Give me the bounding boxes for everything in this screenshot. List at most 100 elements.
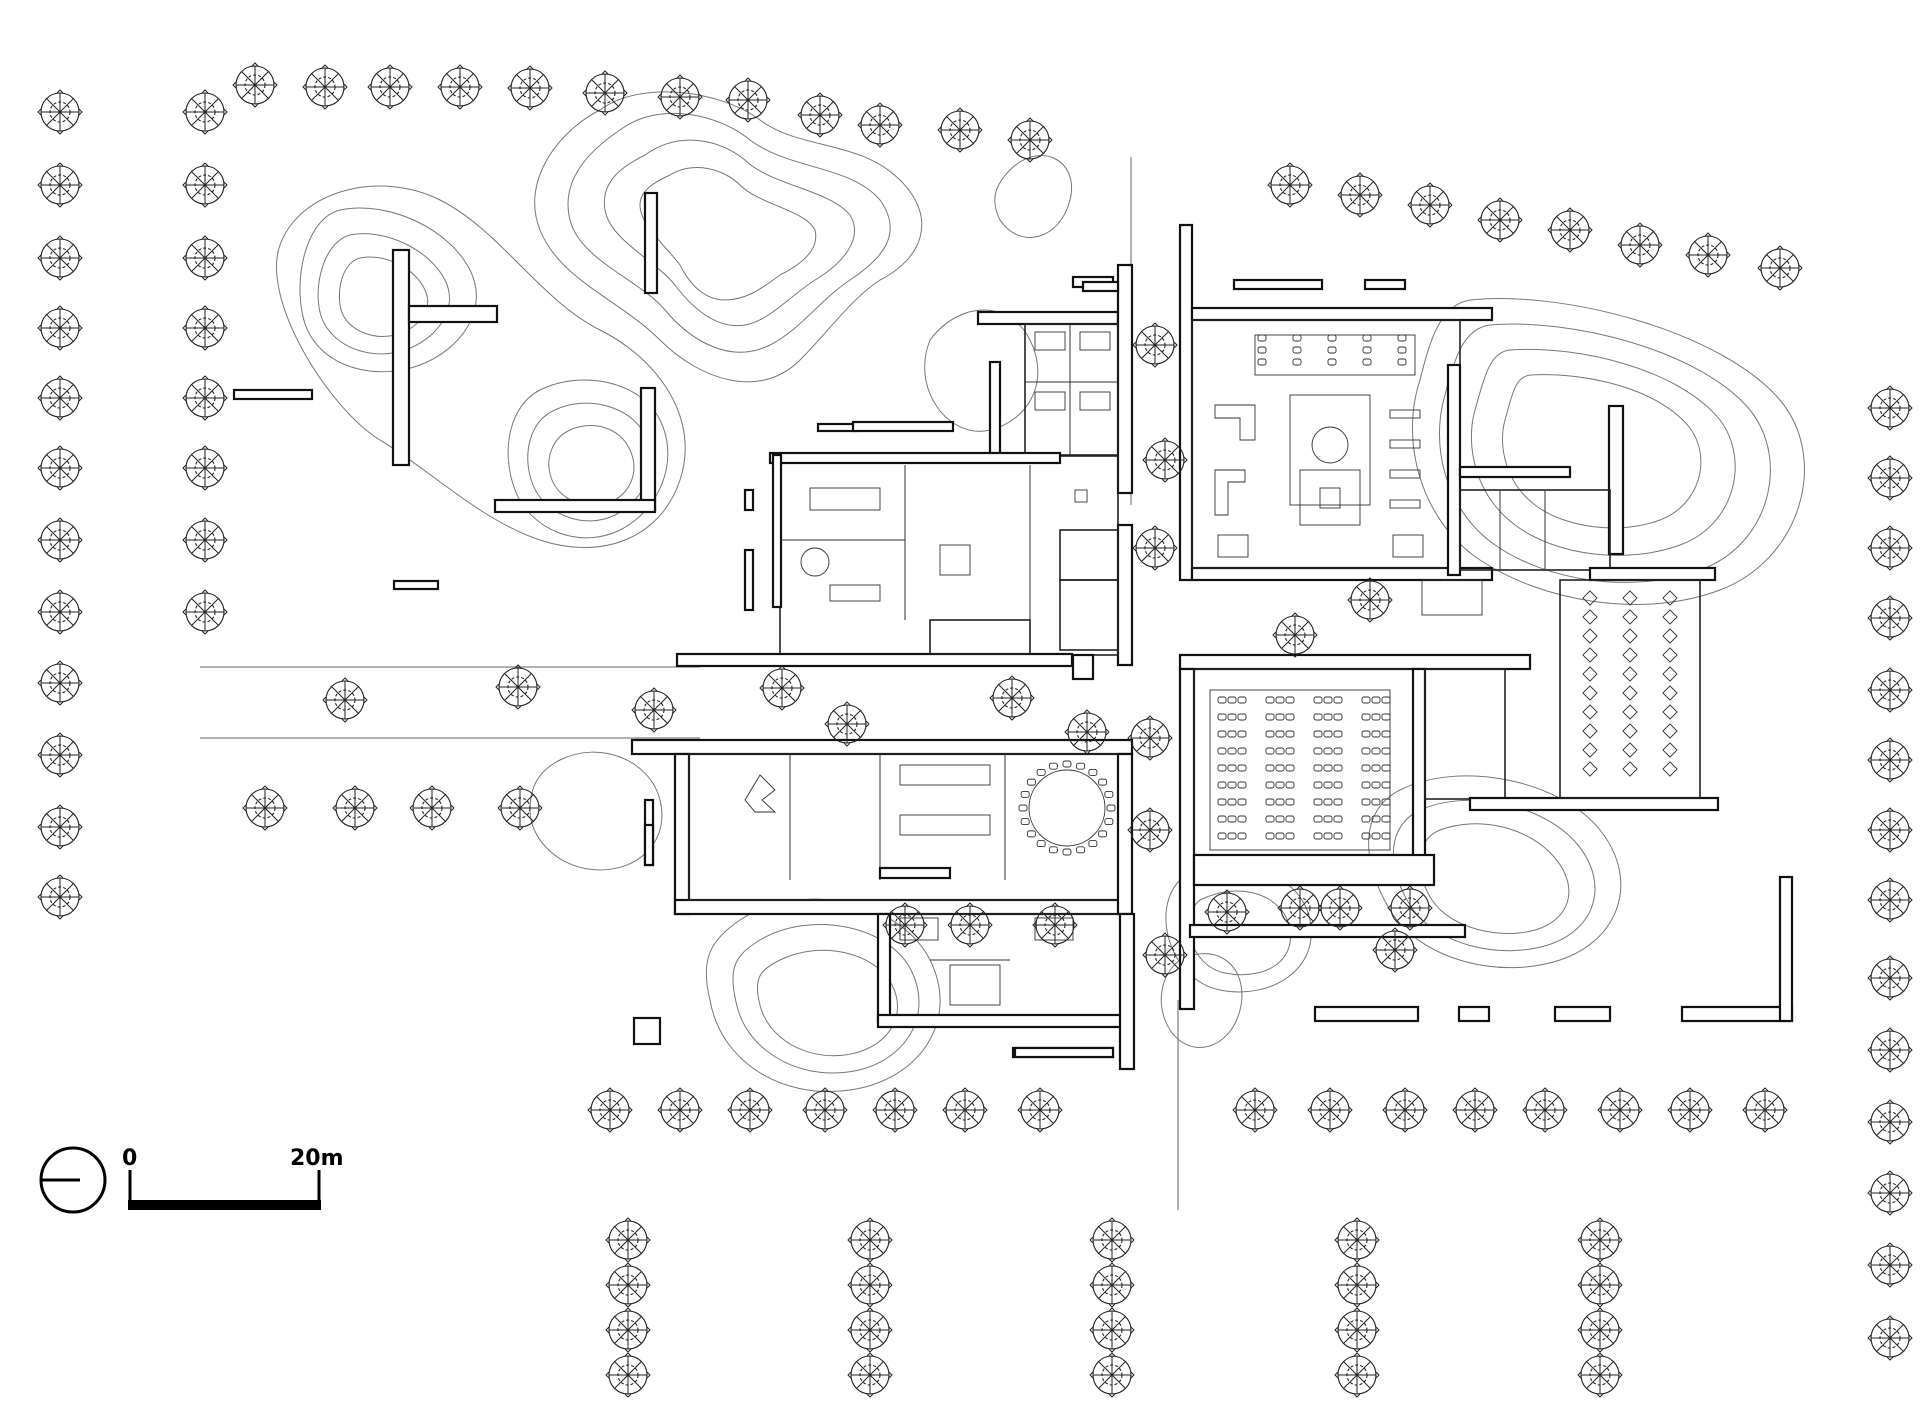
round-table-chair (1036, 768, 1046, 776)
auditorium-seat (1217, 815, 1227, 823)
tree-symbol (1127, 807, 1173, 853)
auditorium-seat (1323, 730, 1333, 738)
tree-symbol (1334, 1262, 1380, 1308)
auditorium-seat (1265, 781, 1275, 789)
tree-symbol (1867, 1315, 1913, 1361)
outdoor-seat (1582, 609, 1598, 625)
tree-symbol (1867, 667, 1913, 713)
landscape-walls (232, 191, 1794, 1059)
auditorium-seat (1361, 815, 1371, 823)
outdoor-seat (1582, 590, 1598, 606)
tree-symbol (242, 785, 288, 831)
auditorium-seat (1285, 713, 1295, 721)
auditorium-seat (1361, 713, 1371, 721)
auditorium-seat (1275, 798, 1285, 806)
auditorium-seat (1333, 696, 1343, 704)
round-table-chair (1048, 846, 1058, 854)
auditorium-seat (1227, 798, 1237, 806)
auditorium-seat (1285, 696, 1295, 704)
tree-symbol (37, 804, 83, 850)
tree-symbol (725, 77, 771, 123)
tree-symbol (37, 517, 83, 563)
outdoor-seat (1582, 704, 1598, 720)
round-table-chair (1104, 790, 1114, 798)
outdoor-seat (1622, 761, 1638, 777)
round-table-chair (1036, 840, 1046, 848)
tree-symbol (1382, 1087, 1428, 1133)
tree-symbol (1334, 1352, 1380, 1398)
round-table-chair (1062, 848, 1072, 856)
auditorium-seat (1381, 764, 1391, 772)
library-chair (1362, 346, 1372, 354)
outdoor-seat (1662, 609, 1678, 625)
auditorium-seat (1237, 713, 1247, 721)
tree-symbol (1089, 1217, 1135, 1263)
outdoor-seat (1662, 761, 1678, 777)
auditorium-seat (1265, 713, 1275, 721)
library-chair (1397, 346, 1407, 354)
tree-symbol (847, 1262, 893, 1308)
round-table-chair (1026, 778, 1036, 786)
auditorium-seat (1285, 764, 1295, 772)
round-table-chair (1088, 840, 1098, 848)
tree-symbol (37, 874, 83, 920)
outdoor-seat (1582, 685, 1598, 701)
outdoor-seat (1622, 666, 1638, 682)
library-chair (1257, 334, 1267, 342)
auditorium-seat (1361, 696, 1371, 704)
tree-symbol (1685, 232, 1731, 278)
tree-symbol (1577, 1307, 1623, 1353)
library-chair (1397, 334, 1407, 342)
tree-symbol (37, 89, 83, 135)
round-table-chair (1076, 846, 1086, 854)
round-table-chair (1106, 804, 1116, 812)
outdoor-seat (1622, 742, 1638, 758)
outdoor-seat (1622, 647, 1638, 663)
round-table-chair (1020, 790, 1030, 798)
tree-symbol (605, 1262, 651, 1308)
auditorium-seat (1227, 747, 1237, 755)
tree-symbol (182, 445, 228, 491)
tree-symbol (182, 235, 228, 281)
library-chair (1257, 346, 1267, 354)
auditorium-seat (1227, 832, 1237, 840)
tree-symbol (495, 664, 541, 710)
auditorium-seat (1313, 798, 1323, 806)
auditorium-seat (1323, 764, 1333, 772)
auditorium-seat (1217, 696, 1227, 704)
tree-symbol (1757, 245, 1803, 291)
tree-symbol (802, 1087, 848, 1133)
building-southwest-classrooms (630, 738, 1136, 1071)
tree-symbol (857, 102, 903, 148)
library-chair (1257, 358, 1267, 366)
auditorium-seat (1265, 832, 1275, 840)
auditorium-seat (1217, 781, 1227, 789)
terrain-contours (276, 91, 1805, 1092)
auditorium-seat (1323, 713, 1333, 721)
tree-symbol (1127, 715, 1173, 761)
library-chair (1327, 358, 1337, 366)
tree-symbol (1407, 182, 1453, 228)
tree-symbol (1577, 1352, 1623, 1398)
auditorium-seat (1275, 832, 1285, 840)
round-table-chair (1048, 762, 1058, 770)
auditorium-seat (1361, 798, 1371, 806)
auditorium-seat (1237, 832, 1247, 840)
building-northwest-offices (675, 263, 1134, 681)
tree-symbol (1867, 1170, 1913, 1216)
tree-symbol (1867, 385, 1913, 431)
tree-symbol (582, 70, 628, 116)
scale-bar: 0 20m (122, 1146, 344, 1210)
outdoor-seat (1662, 647, 1678, 663)
tree-symbol (1742, 1087, 1788, 1133)
outdoor-seat (1622, 723, 1638, 739)
outdoor-seat (1662, 666, 1678, 682)
auditorium-seat (1361, 764, 1371, 772)
auditorium-seat (1323, 798, 1333, 806)
auditorium-seat (1333, 730, 1343, 738)
auditorium-seat (1313, 815, 1323, 823)
outdoor-seat (1582, 666, 1598, 682)
auditorium-seat (1285, 730, 1295, 738)
tree-symbol (759, 665, 805, 711)
auditorium-seat (1285, 798, 1295, 806)
